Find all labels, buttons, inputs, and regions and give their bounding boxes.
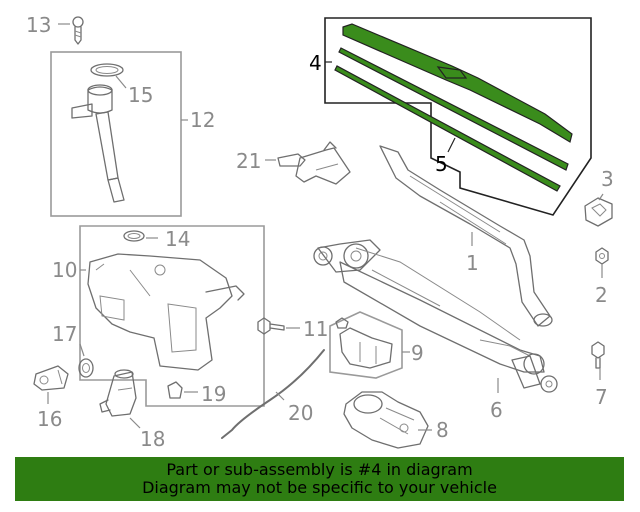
callout-15: 15	[128, 83, 153, 107]
leader-18	[129, 417, 141, 429]
callout-10: 10	[52, 258, 77, 282]
part-18-washer-pump	[99, 369, 137, 417]
callout-2: 2	[595, 283, 608, 307]
callout-12: 12	[190, 108, 215, 132]
box-4-5-highlight	[324, 17, 592, 216]
box-12	[50, 51, 182, 217]
part-15-seal	[90, 63, 124, 77]
part-7-bolt	[591, 341, 605, 369]
part-2-nut	[595, 247, 609, 265]
leader-20	[275, 391, 285, 401]
leader-15	[115, 75, 127, 89]
callout-6: 6	[490, 398, 503, 422]
callout-9: 9	[411, 341, 424, 365]
callout-19: 19	[201, 382, 226, 406]
callout-13: 13	[26, 13, 51, 37]
callout-16: 16	[37, 407, 62, 431]
callout-1: 1	[466, 251, 479, 275]
part-9-bracket	[335, 317, 393, 369]
part-12-filler-neck	[71, 84, 125, 203]
part-14-cap-seal	[123, 230, 145, 242]
part-3-cap	[584, 197, 613, 227]
banner-line-2: Diagram may not be specific to your vehi…	[142, 478, 497, 497]
part-13-screw	[72, 16, 84, 45]
banner-line-1: Part or sub-assembly is #4 in diagram	[166, 460, 473, 479]
part-4-wiper-blade	[334, 23, 573, 192]
callout-7: 7	[595, 385, 608, 409]
callout-18: 18	[140, 427, 165, 451]
part-21-hose-joint	[277, 141, 351, 185]
leader-3	[598, 193, 604, 201]
info-banner: Part or sub-assembly is #4 in diagram Di…	[15, 457, 624, 501]
part-8-wiper-motor	[343, 391, 429, 449]
part-16-level-sensor	[33, 365, 69, 391]
callout-8: 8	[436, 418, 449, 442]
part-17-grommet	[78, 358, 94, 378]
part-19-grommet	[167, 381, 183, 399]
callout-5: 5	[435, 152, 448, 176]
callout-4: 4	[309, 51, 322, 75]
callout-20: 20	[288, 401, 313, 425]
callout-11: 11	[303, 317, 328, 341]
box-9	[329, 311, 403, 379]
leader-5	[447, 137, 456, 153]
callout-3: 3	[601, 167, 614, 191]
callout-14: 14	[165, 227, 190, 251]
box-10	[79, 225, 265, 407]
callout-17: 17	[52, 322, 77, 346]
part-6-wiper-linkage	[313, 239, 558, 393]
callout-21: 21	[236, 149, 261, 173]
part-11-bolt	[257, 317, 285, 335]
part-10-reservoir	[87, 253, 245, 371]
part-1-wiper-arm	[379, 145, 553, 327]
leader-17	[79, 343, 85, 357]
part-20-washer-hose	[221, 349, 325, 439]
